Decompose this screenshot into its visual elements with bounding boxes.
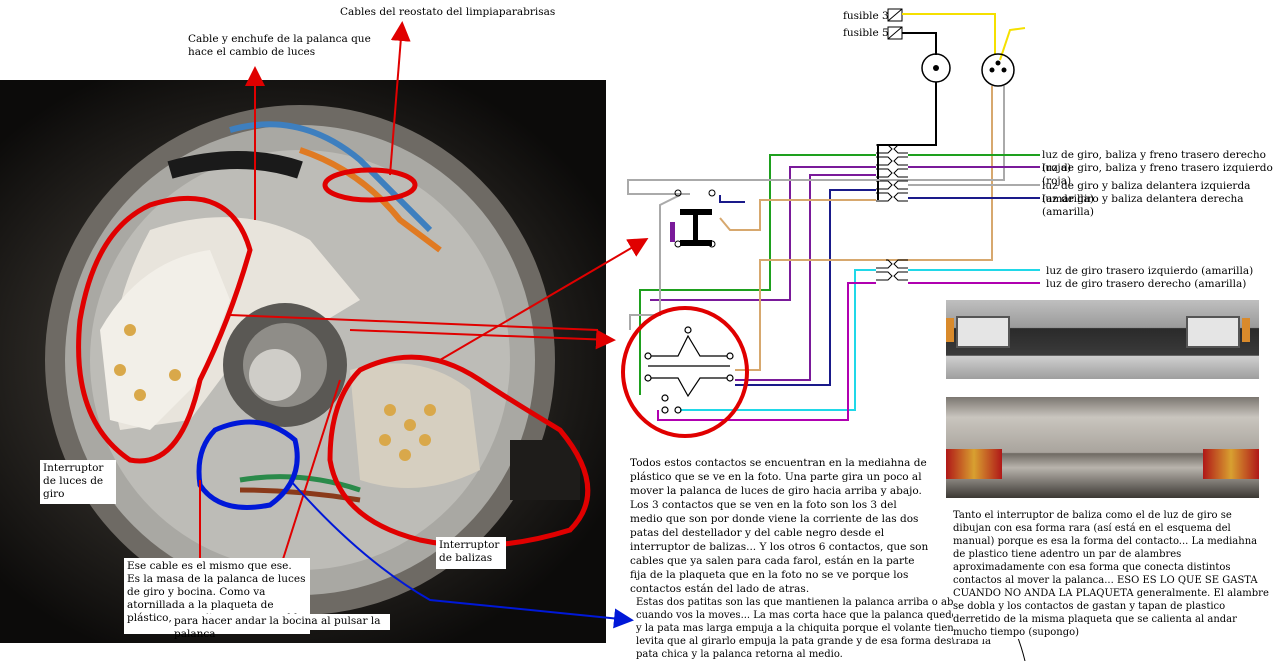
hazard-switch-outline	[327, 354, 591, 549]
front-right-headlight	[1186, 316, 1240, 348]
turn-switch-symbol	[644, 326, 734, 414]
front-right-indicator	[1242, 318, 1250, 342]
rear-left-light	[946, 449, 1002, 479]
label-horn: para hacer andar la bocina al pulsar la …	[172, 614, 390, 640]
connector-forks	[876, 144, 908, 281]
label-turn-switch: Interruptor de luces de giro	[40, 460, 116, 504]
car-front-photo	[946, 300, 1259, 379]
steering-column-drawing	[45, 105, 591, 615]
label-wire-front-right: luz de giro y baliza delantera derecha (…	[1042, 193, 1244, 218]
red-arrows	[199, 21, 649, 601]
label-wiper-cables: Cables del reostato del limpiaparabrisas	[340, 6, 556, 18]
rear-right-light	[1203, 449, 1259, 479]
paragraph-wiring-note: Tanto el interruptor de baliza como el d…	[953, 509, 1271, 639]
label-lever-cable: Cable y enchufe de la palanca que hace e…	[188, 33, 371, 58]
legs-outline	[196, 419, 300, 510]
red-annotations	[76, 167, 591, 549]
label-wire-rear-right-amber: luz de giro trasero derecho (amarilla)	[1046, 278, 1247, 290]
blue-arrow	[289, 479, 634, 629]
steering-column-photo	[0, 80, 606, 643]
turn-signal-switch-outline	[76, 195, 253, 464]
label-wire-front-left: luz de giro y baliza delantera izquierda…	[1042, 180, 1251, 205]
car-rear-photo	[946, 397, 1259, 498]
label-wire-rear-left-amber: luz de giro trasero izquierdo (amarilla)	[1046, 265, 1254, 277]
arrow-to-switch-schematic	[439, 237, 649, 361]
label-fuse-3: fusible 3	[843, 10, 889, 22]
paragraph-contacts: Todos estos contactos se encuentran en l…	[630, 456, 930, 596]
label-wire-rear-right-red: luz de giro, baliza y freno trasero dere…	[1042, 149, 1266, 174]
schematic-turn-switch-outline	[621, 306, 749, 438]
label-fuse-5: fusible 5	[843, 27, 889, 39]
brass-contacts	[114, 324, 436, 461]
flasher-socket-2	[981, 53, 1015, 87]
label-hazard-switch: Interruptor de balizas	[436, 537, 506, 569]
front-left-headlight	[956, 316, 1010, 348]
paragraph-legs: Estas dos patitas son las que mantienen …	[636, 596, 1006, 661]
arrow-wiper-cables	[389, 21, 411, 176]
wiper-cables-outline	[322, 167, 418, 203]
front-left-indicator	[946, 318, 954, 342]
label-wire-rear-left-red: luz de giro, baliza y freno trasero izqu…	[1042, 162, 1273, 187]
arrow-line-2	[229, 314, 599, 331]
connector-block	[510, 440, 580, 500]
hazard-switch-symbol	[670, 189, 716, 248]
